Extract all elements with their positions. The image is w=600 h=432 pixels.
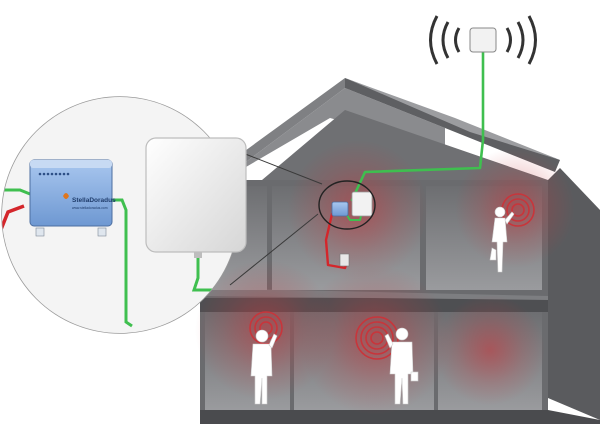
booster-brand-label: StellaDoradus bbox=[72, 197, 116, 204]
roof-top-slope bbox=[345, 78, 560, 160]
zoom-booster-device: StellaDoradus www.stelladoradus.com bbox=[29, 159, 116, 237]
wall-socket-icon bbox=[339, 253, 350, 267]
zoom-indoor-antenna bbox=[145, 137, 247, 258]
roof-right bbox=[345, 78, 560, 172]
cable-green-outdoor bbox=[350, 50, 485, 202]
roof-face bbox=[215, 88, 445, 185]
booster-caption-label: www.stelladoradus.com bbox=[72, 206, 108, 210]
indoor-antenna-icon bbox=[351, 191, 373, 217]
outdoor-antenna-icon bbox=[429, 15, 537, 65]
zoom-cable-green-2 bbox=[108, 198, 133, 328]
zoom-cable-red bbox=[2, 204, 25, 233]
booster-device-icon bbox=[331, 201, 349, 217]
zoom-cable-green bbox=[2, 188, 31, 196]
house-base bbox=[200, 410, 600, 424]
zoom-callout: StellaDoradus www.stelladoradus.com bbox=[1, 96, 247, 334]
person-on-phone-icon bbox=[250, 206, 515, 405]
